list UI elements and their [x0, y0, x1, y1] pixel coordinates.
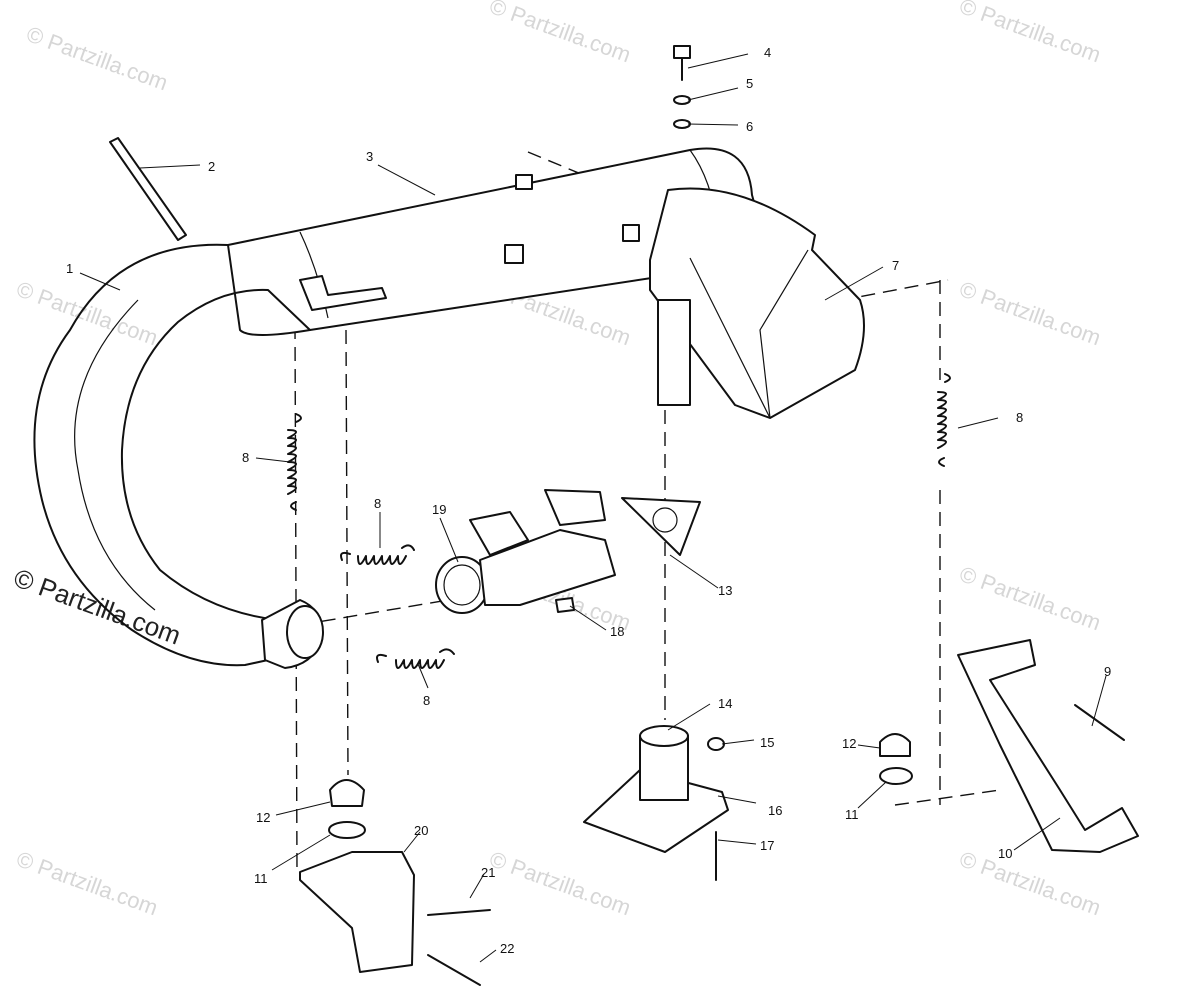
callout-8: 8 [1016, 410, 1023, 425]
bolt-washers [673, 45, 691, 129]
callout-12: 12 [256, 810, 270, 825]
rubber-mount [583, 725, 729, 881]
callout-19: 19 [432, 502, 446, 517]
callout-15: 15 [760, 735, 774, 750]
watermark: © Partzilla.com [486, 0, 634, 67]
callout-10: 10 [998, 846, 1012, 861]
callout-1: 1 [66, 261, 73, 276]
callout-12: 12 [842, 736, 856, 751]
callout-8: 8 [374, 496, 381, 511]
callout-11: 11 [845, 807, 859, 822]
callout-14: 14 [718, 696, 732, 711]
callout-2: 2 [208, 159, 215, 174]
watermark: © Partzilla.com [956, 0, 1104, 67]
watermark: © Partzilla.com [13, 276, 161, 350]
callout-7: 7 [892, 258, 899, 273]
right-bracket [879, 639, 1139, 853]
callout-13: 13 [718, 583, 732, 598]
callout-18: 18 [610, 624, 624, 639]
watermark: © Partzilla.com [486, 846, 634, 920]
callout-8: 8 [242, 450, 249, 465]
callout-5: 5 [746, 76, 753, 91]
callout-6: 6 [746, 119, 753, 134]
callout-leaders [79, 53, 1107, 963]
watermark: © Partzilla.com [956, 846, 1104, 920]
callout-11: 11 [254, 871, 268, 886]
callout-16: 16 [768, 803, 782, 818]
callout-9: 9 [1104, 664, 1111, 679]
callout-labels: 1 2 3 4 5 6 7 8 8 8 8 9 10 11 11 12 12 1… [66, 45, 1111, 956]
left-bracket [299, 779, 491, 986]
watermark-main: © Partzilla.com [10, 562, 185, 650]
watermark: © Partzilla.com [956, 276, 1104, 350]
callout-20: 20 [414, 823, 428, 838]
callout-17: 17 [760, 838, 774, 853]
callout-8: 8 [423, 693, 430, 708]
callout-4: 4 [764, 45, 771, 60]
watermark: © Partzilla.com [23, 21, 171, 95]
heat-shield [649, 187, 865, 419]
callout-3: 3 [366, 149, 373, 164]
watermark: © Partzilla.com [13, 846, 161, 920]
manifold [435, 489, 701, 614]
muffler-body [33, 137, 771, 669]
watermark: © Partzilla.com [956, 561, 1104, 635]
callout-21: 21 [481, 865, 495, 880]
callout-22: 22 [500, 941, 514, 956]
springs [287, 373, 951, 669]
